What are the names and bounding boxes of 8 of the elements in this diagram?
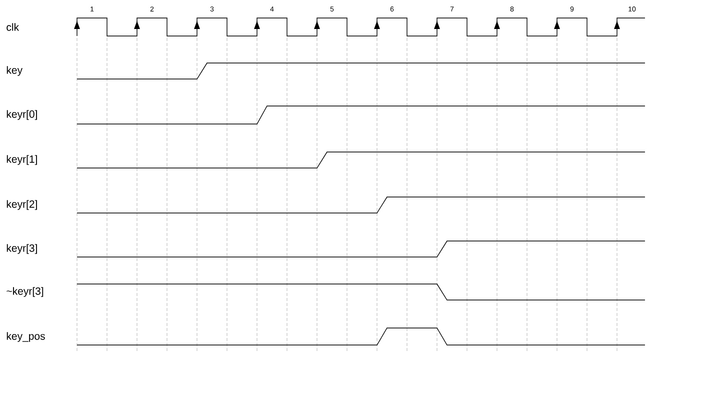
- signal-label: keyr[1]: [6, 155, 37, 165]
- signal-label: keyr[0]: [6, 110, 37, 120]
- signal-label: clk: [6, 23, 20, 31]
- signal-label: key: [6, 66, 23, 76]
- signal-label: key_pos: [6, 332, 45, 342]
- signal-label: keyr[3]: [6, 244, 37, 254]
- signal-label: ~keyr[3]: [6, 287, 44, 297]
- signal-label: keyr[2]: [6, 200, 37, 210]
